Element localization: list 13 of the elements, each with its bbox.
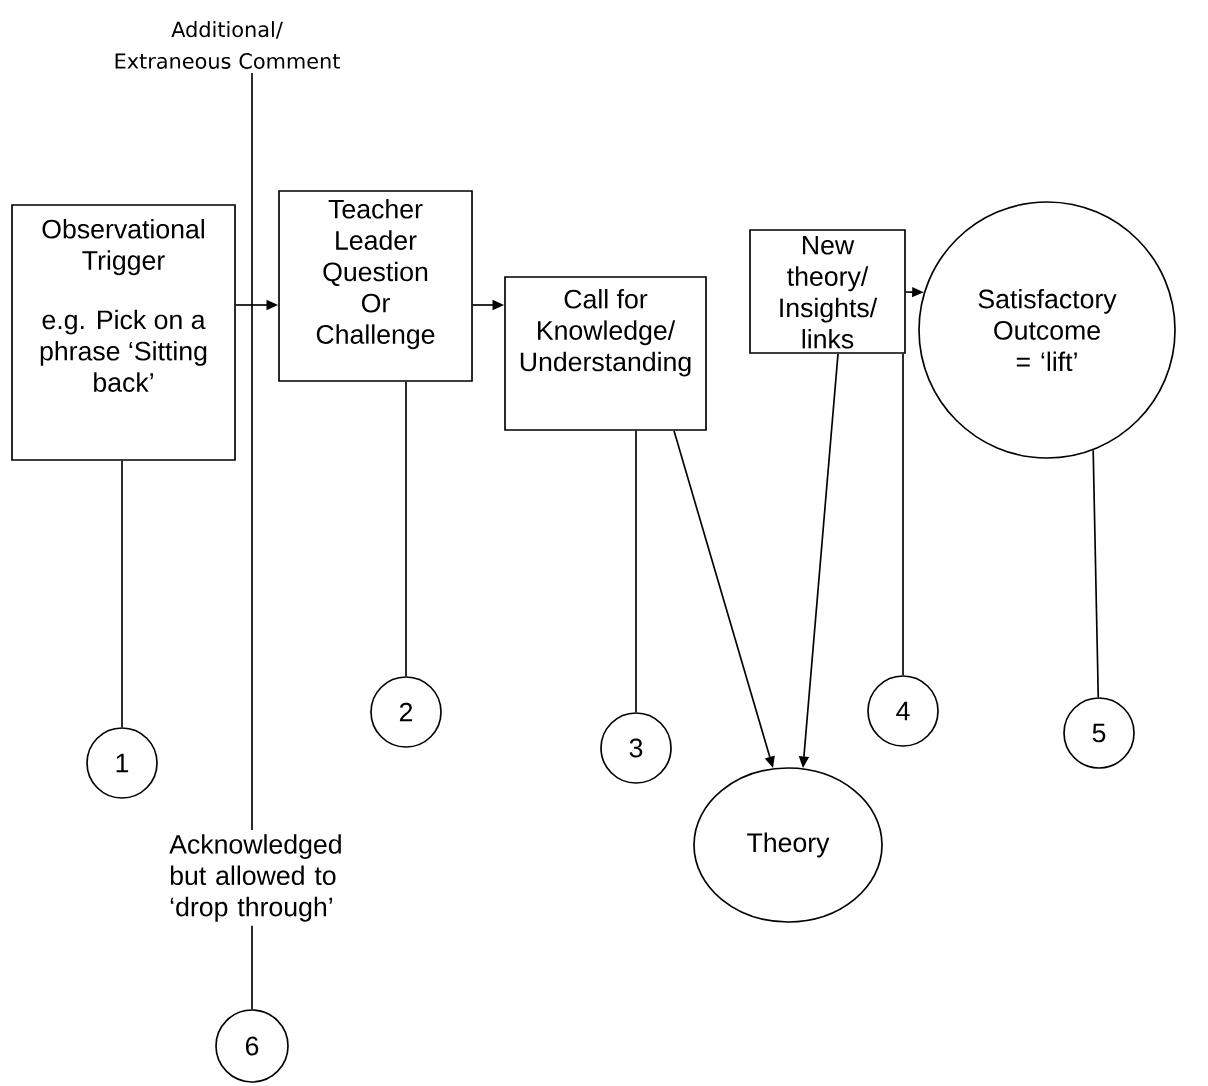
process-box: New theory/ Insights/ links (749, 229, 906, 354)
process-box: Teacher Leader Question Or Challenge (278, 190, 473, 382)
process-box: Observational Trigger e.g. Pick on a phrase ‘Sitting back’ (11, 204, 236, 461)
connector-line (1092, 449, 1100, 698)
connector-line (635, 430, 637, 713)
annotation-text: Acknowledged but allowed to ‘drop through’ (169, 834, 341, 922)
annotation-text: Additional/ Extraneous Comment (115, 21, 340, 69)
connector-line (121, 460, 123, 728)
connector-line (251, 925, 253, 1010)
connector-line (405, 381, 407, 677)
connector-line (251, 72, 253, 831)
connector-line (902, 353, 904, 676)
process-box: Call for Knowledge/ Understanding (504, 276, 707, 431)
